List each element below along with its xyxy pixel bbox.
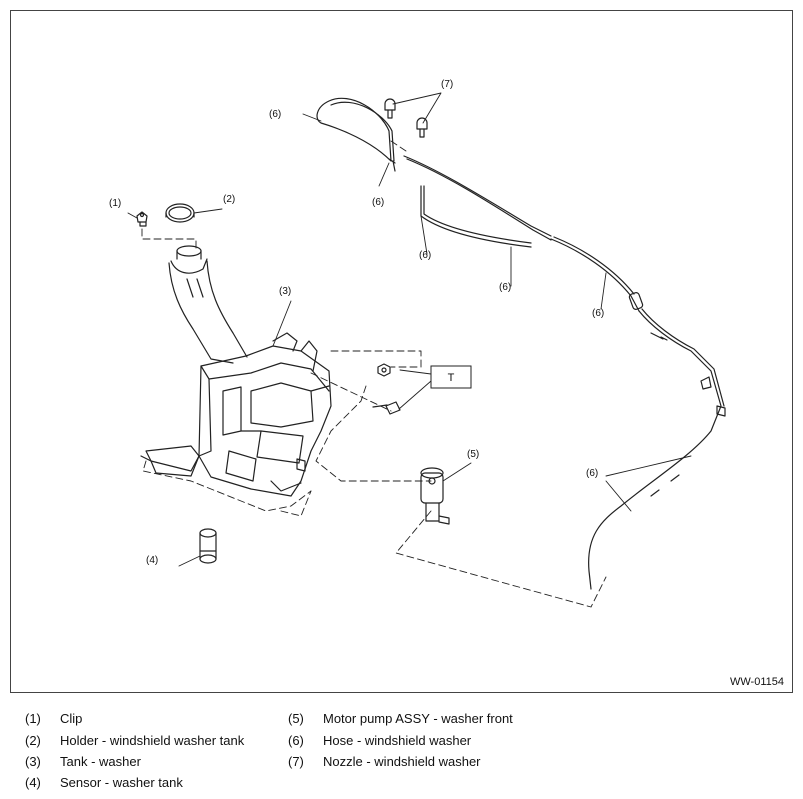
- legend-text: Tank - washer: [60, 754, 141, 769]
- callout-5: (5): [467, 449, 479, 460]
- legend-number: (5): [288, 711, 304, 726]
- clip-part: [136, 211, 148, 227]
- callout-1: (1): [109, 198, 121, 209]
- motor-pump-part: [420, 467, 450, 525]
- tank-filler-neck: [168, 245, 248, 364]
- torque-box: [430, 365, 472, 389]
- sensor-part: [199, 528, 217, 564]
- legend-text: Holder - windshield washer tank: [60, 733, 245, 748]
- legend-number: (2): [25, 733, 41, 748]
- callout-6-right: (6): [592, 308, 604, 319]
- callout-3: (3): [279, 286, 291, 297]
- parts-legend: (1) Clip (2) Holder - windshield washer …: [0, 708, 803, 798]
- legend-number: (3): [25, 754, 41, 769]
- legend-number: (7): [288, 754, 304, 769]
- callout-6-lower: (6): [499, 282, 511, 293]
- legend-text: Hose - windshield washer: [323, 733, 472, 748]
- legend-number: (1): [25, 711, 41, 726]
- washer-system-diagram: T (1) (2) (3) (4) (5) (6) (6) (6) (6) (6…: [109, 79, 726, 608]
- legend-text: Clip: [60, 711, 83, 726]
- torque-label: T: [448, 372, 455, 384]
- callout-6-top-left: (6): [269, 109, 281, 120]
- callout-6-bottom-right: (6): [586, 468, 598, 479]
- callout-6-middle: (6): [419, 250, 431, 261]
- bolt-and-nut: [372, 363, 401, 415]
- legend-number: (6): [288, 733, 304, 748]
- holder-part: [165, 203, 195, 223]
- legend-text: Sensor - washer tank: [60, 775, 183, 790]
- nozzle-parts: [384, 98, 428, 138]
- washer-tank-body: [140, 332, 332, 497]
- hose-lines: [316, 97, 726, 590]
- dashed-connection-lines: [141, 140, 607, 608]
- leader-lines: [127, 92, 692, 567]
- legend-text: Motor pump ASSY - washer front: [323, 711, 513, 726]
- diagram-frame: T (1) (2) (3) (4) (5) (6) (6) (6) (6) (6…: [10, 10, 793, 693]
- callout-2: (2): [223, 194, 235, 205]
- callout-4: (4): [146, 555, 158, 566]
- callout-7: (7): [441, 79, 453, 90]
- legend-text: Nozzle - windshield washer: [323, 754, 481, 769]
- legend-number: (4): [25, 775, 41, 790]
- figure-code: WW-01154: [729, 676, 784, 688]
- callout-6-nozzle-hose: (6): [372, 197, 384, 208]
